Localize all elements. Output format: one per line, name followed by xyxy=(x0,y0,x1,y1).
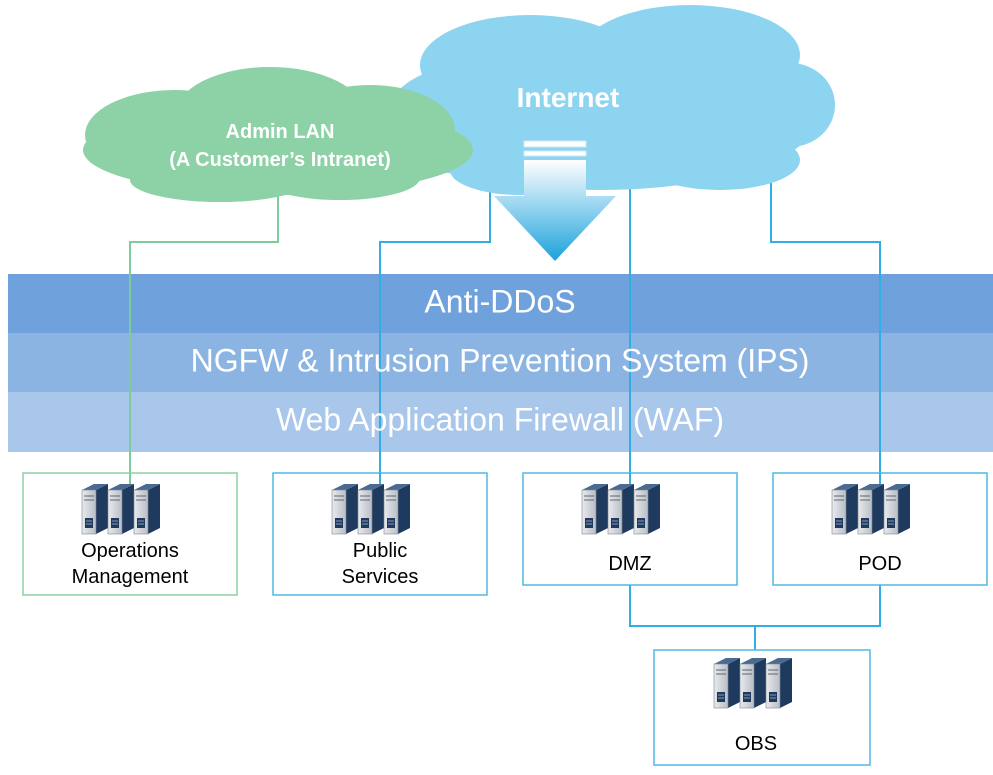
anti-ddos-label: Anti-DDoS xyxy=(424,283,575,319)
zone-operations-management: Operations Management xyxy=(22,472,238,596)
down-arrow-icon xyxy=(494,140,616,261)
zone-pod: POD xyxy=(772,472,988,586)
waf-band xyxy=(8,392,993,452)
public-label-line2: Services xyxy=(342,566,419,588)
server-stack-icon xyxy=(332,484,410,534)
dmz-pod-to-obs-link xyxy=(629,584,881,627)
server-stack-icon xyxy=(582,484,660,534)
server-stack-icon xyxy=(714,658,792,708)
ops-label-line2: Management xyxy=(72,566,189,588)
pod-label: POD xyxy=(858,553,901,575)
ngfw-ips-band xyxy=(8,333,993,392)
ngfw-ips-label: NGFW & Intrusion Prevention System (IPS) xyxy=(191,342,810,378)
ops-label-line1: Operations xyxy=(81,540,179,562)
public-label-line1: Public xyxy=(353,540,407,562)
waf-label: Web Application Firewall (WAF) xyxy=(276,401,724,437)
admin-lan-cloud: Admin LAN (A Customer’s Intranet) xyxy=(83,67,473,202)
obs-label: OBS xyxy=(735,733,777,755)
security-layers: Anti-DDoS NGFW & Intrusion Prevention Sy… xyxy=(8,274,993,452)
cloud-icon xyxy=(83,67,473,202)
zone-public-services: Public Services xyxy=(272,472,488,596)
admin-lan-subtitle: (A Customer’s Intranet) xyxy=(169,149,391,171)
server-stack-icon xyxy=(832,484,910,534)
internet-label: Internet xyxy=(517,82,620,113)
zone-dmz: DMZ xyxy=(522,472,738,586)
dmz-label: DMZ xyxy=(608,553,651,575)
anti-ddos-band xyxy=(8,274,993,333)
admin-lan-title: Admin LAN xyxy=(226,121,335,143)
server-stack-icon xyxy=(82,484,160,534)
zone-obs: OBS xyxy=(653,649,871,766)
